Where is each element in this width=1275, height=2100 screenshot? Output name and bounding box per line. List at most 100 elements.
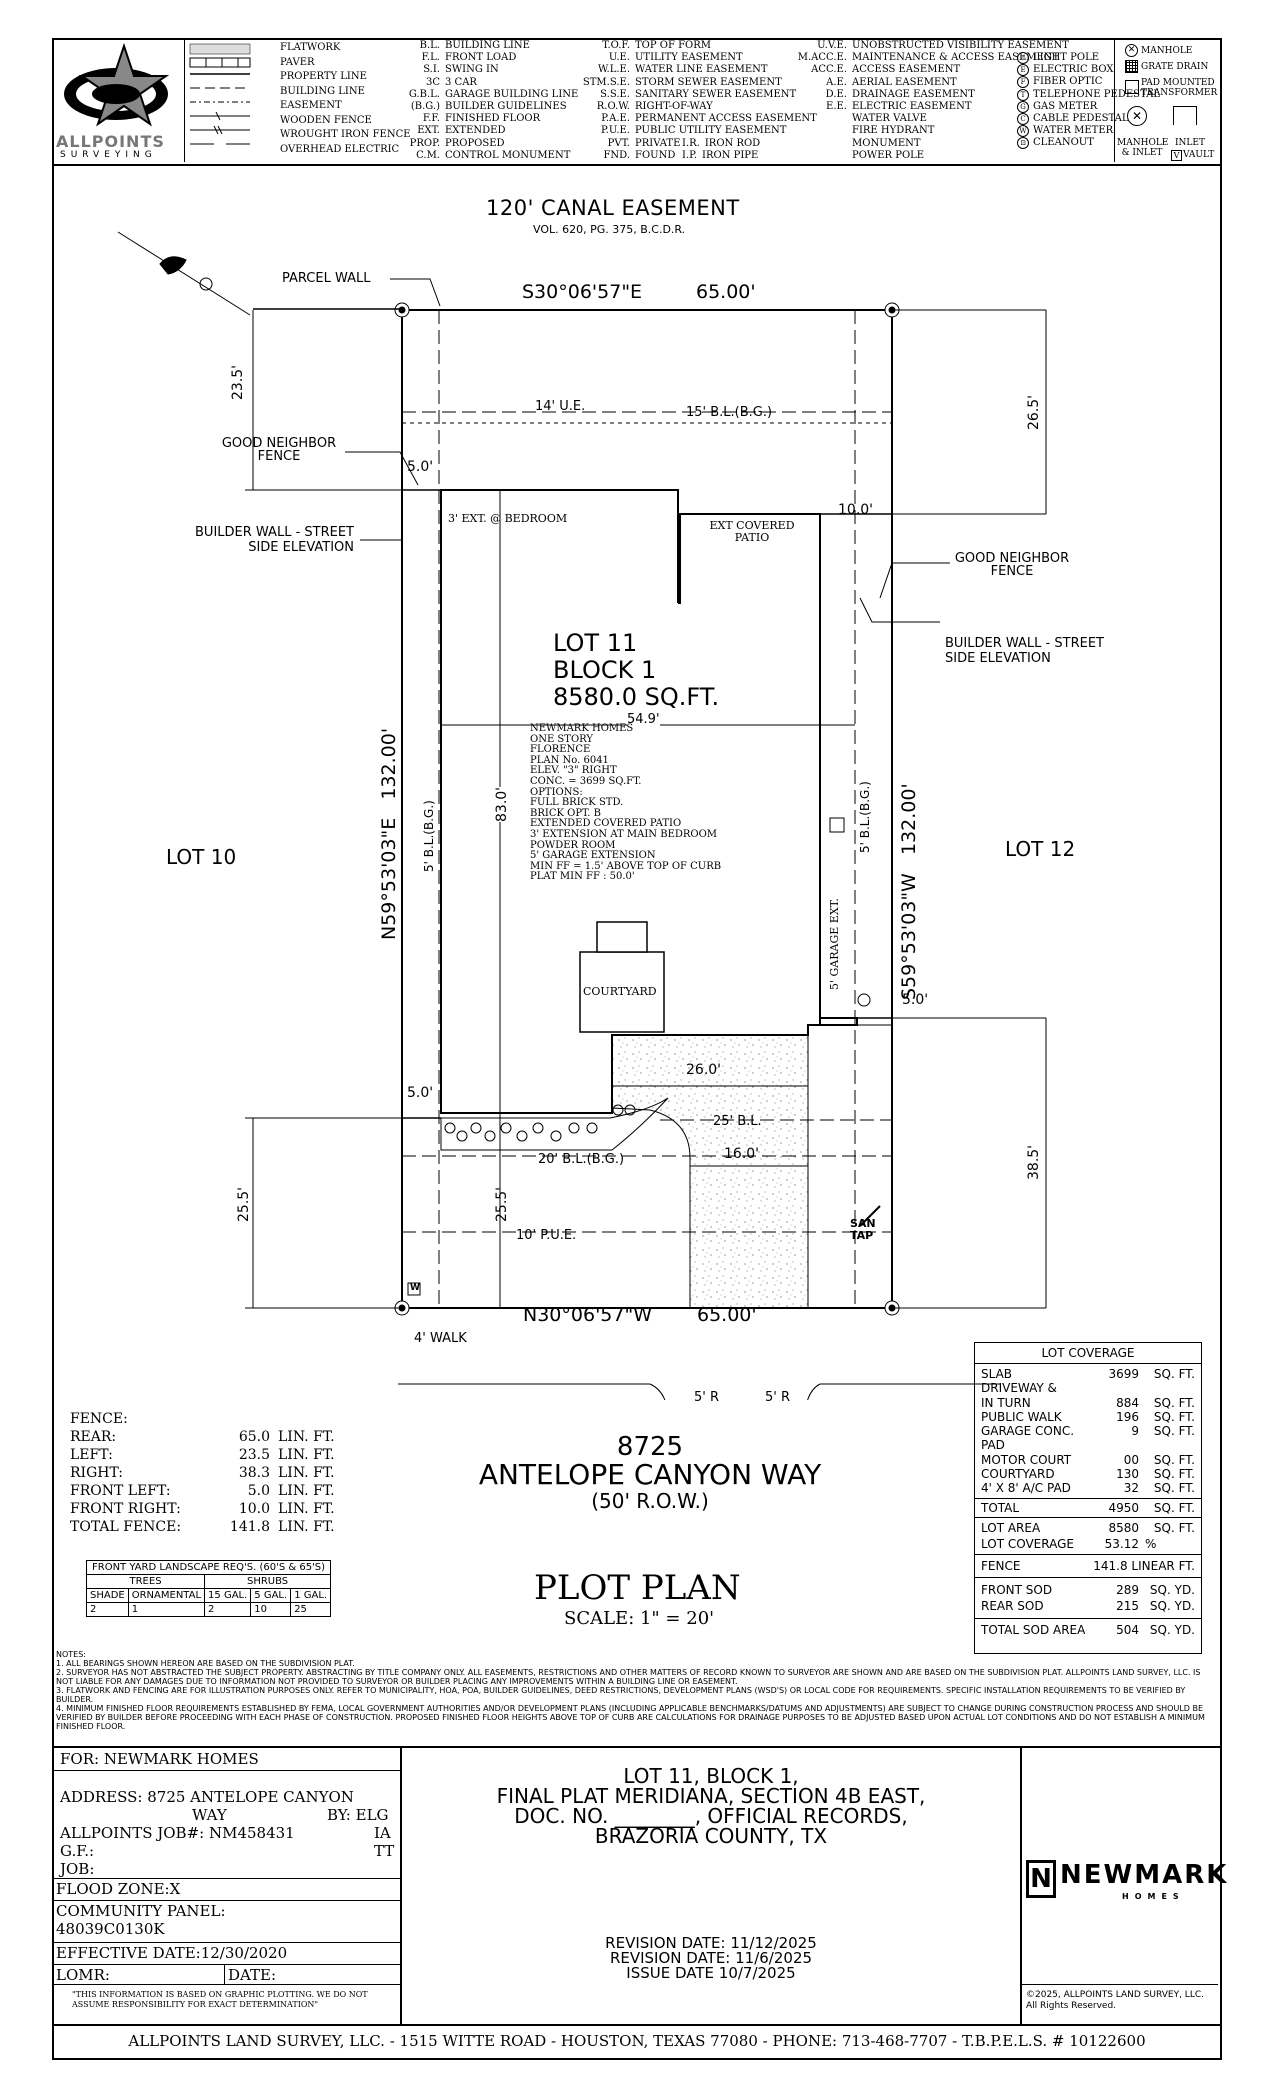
coverage-fence-value: 141.8 LINEAR FT. bbox=[1093, 1558, 1195, 1573]
legend-abbr-row: S.I.SWING IN bbox=[392, 64, 499, 75]
five-right: 5.0' bbox=[902, 992, 929, 1008]
legend-utility-icon: G bbox=[1017, 100, 1029, 113]
coverage-total: TOTAL 4950 SQ. FT. bbox=[975, 1499, 1201, 1518]
manhole-inlet-label: MANHOLE & INLET bbox=[1117, 138, 1169, 158]
house-note-line: 5' GARAGE EXTENSION bbox=[530, 850, 656, 862]
landscape-shrubs: SHRUBS bbox=[204, 1574, 332, 1589]
fence-row-label: REAR: bbox=[70, 1429, 117, 1445]
grate-drain-icon bbox=[1125, 60, 1138, 73]
lomr-label: LOMR: bbox=[56, 1966, 110, 1984]
legend-abbr-text: AERIAL EASEMENT bbox=[852, 76, 957, 88]
landscape-header: SHADE bbox=[86, 1588, 129, 1603]
legend-abbr-text: POWER POLE bbox=[852, 149, 925, 161]
grate-drain-label: GRATE DRAIN bbox=[1141, 62, 1209, 72]
landscape-header: ORNAMENTAL bbox=[127, 1588, 206, 1603]
house-note-line: ONE STORY bbox=[530, 733, 593, 745]
legend-utility-row: ⊡CLEANOUT bbox=[1017, 137, 1094, 150]
legend-utility-icon: ⊡ bbox=[1017, 137, 1029, 150]
legend-abbr-row: D.E.DRAINAGE EASEMENT bbox=[787, 89, 975, 100]
water-meter-icon bbox=[407, 1282, 421, 1296]
legend-utility-icon: ☼ bbox=[1017, 52, 1029, 64]
legend-abbr-code: F.F. bbox=[422, 113, 440, 125]
coverage-row-label: MOTOR COURT bbox=[981, 1452, 1072, 1467]
legend-abbr-text: UTILITY EASEMENT bbox=[635, 52, 743, 64]
legend-abbr-code: U.V.E. bbox=[817, 40, 847, 51]
legend-abbr-text: FRONT LOAD bbox=[445, 52, 517, 64]
note-item: 3. FLATWORK AND FENCING ARE FOR ILLUSTRA… bbox=[56, 1686, 1186, 1704]
courtyard-label: COURTYARD bbox=[583, 985, 657, 998]
note-item: 2. SURVEYOR HAS NOT ABSTRACTED THE SUBJE… bbox=[56, 1668, 1201, 1686]
house-note-line: BRICK OPT. B bbox=[530, 807, 601, 819]
legend-abbr-text: DRAINAGE EASEMENT bbox=[852, 88, 975, 100]
street-row: (50' R.O.W.) bbox=[591, 1489, 709, 1513]
coverage-area-unit: SQ. FT. bbox=[1153, 1520, 1195, 1535]
radius-right: 5' R bbox=[765, 1390, 791, 1405]
legend-abbr-row: A.E. AERIAL EASEMENT bbox=[787, 77, 957, 88]
legend-abbr-row: R.O.W.RIGHT-OF-WAY bbox=[572, 101, 713, 112]
legend-abbr-code: (B.G.) bbox=[410, 101, 440, 112]
legend-abbr-code: ACC.E. bbox=[811, 64, 847, 76]
top-distance: 65.00' bbox=[696, 281, 756, 303]
legend-abbr-row: S.S.E.SANITARY SEWER EASEMENT bbox=[572, 89, 796, 100]
legend-abbr-text: STORM SEWER EASEMENT bbox=[635, 76, 782, 88]
house-note-line: PLAT MIN FF : 50.0' bbox=[530, 871, 635, 883]
legend-abbr-text: FOUND bbox=[635, 149, 676, 161]
coverage-row-value bbox=[1095, 1381, 1139, 1395]
copyright: ©2025, ALLPOINTS LAND SURVEY, LLC. All R… bbox=[1026, 1990, 1204, 2011]
legend-utility-icon: E bbox=[1017, 64, 1029, 77]
lot-sqft: 8580.0 SQ.FT. bbox=[553, 683, 720, 711]
rear-sod-label: REAR SOD bbox=[981, 1598, 1044, 1613]
twentysix-dim: 26.0' bbox=[686, 1062, 722, 1078]
coverage-row-value: 196 bbox=[1116, 1409, 1139, 1424]
house-note-line: EXTENDED COVERED PATIO bbox=[530, 818, 682, 830]
coverage-row-label: PUBLIC WALK bbox=[981, 1409, 1062, 1424]
fence-row-value: 5.0 bbox=[247, 1483, 270, 1499]
legend-abbr-row: WATER VALVE bbox=[787, 113, 927, 124]
coverage-row-unit bbox=[1139, 1381, 1195, 1395]
legend-abbr-text: BUILDING LINE bbox=[445, 40, 530, 51]
lot-12: LOT 12 bbox=[1005, 837, 1076, 861]
coverage-area: LOT AREA 8580 SQ. FT. bbox=[981, 1520, 1195, 1536]
landscape-value: 1 bbox=[127, 1602, 206, 1617]
pue-10: 10' P.U.E. bbox=[516, 1228, 577, 1243]
legal-2: FINAL PLAT MERIDIANA, SECTION 4B EAST, bbox=[496, 1784, 926, 1808]
shrubs bbox=[444, 993, 871, 1142]
legend-abbr-row: STM.S.E.STORM SEWER EASEMENT bbox=[572, 77, 782, 88]
legend-abbr-row: G.B.L.GARAGE BUILDING LINE bbox=[392, 89, 579, 100]
community-panel: 48039C0130K bbox=[56, 1920, 165, 1938]
legend-abbr-code: S.I. bbox=[423, 64, 440, 76]
dim-23-5: 23.5' bbox=[230, 364, 246, 400]
legend-abbr-row: I.P.IRON PIPE bbox=[682, 150, 758, 161]
legend-line-label: WROUGHT IRON FENCE bbox=[280, 129, 411, 140]
job-number: ALLPOINTS JOB#: NM458431 bbox=[60, 1824, 295, 1842]
house-note-line: POWDER ROOM bbox=[530, 839, 616, 851]
legend-abbr-row: M.ACC.E.MAINTENANCE & ACCESS EASEMENT bbox=[787, 52, 1059, 63]
dimensions bbox=[245, 309, 1047, 1309]
total-sod-unit: SQ. YD. bbox=[1149, 1622, 1195, 1637]
note-item: 4. MINIMUM FINISHED FLOOR REQUIREMENTS E… bbox=[56, 1704, 1205, 1731]
legend-abbr-text: WATER VALVE bbox=[852, 113, 927, 125]
sixteen-dim: 16.0' bbox=[724, 1146, 760, 1162]
house-note-line: FLORENCE bbox=[530, 744, 591, 756]
title-left: FOR: NEWMARK HOMES ADDRESS: 8725 ANTELOP… bbox=[52, 1748, 402, 2024]
legend-abbr-code: U.E. bbox=[608, 52, 630, 64]
street-name: ANTELOPE CANYON WAY bbox=[478, 1458, 822, 1491]
legend-line-label: PAVER bbox=[280, 56, 315, 68]
landscape-header: 5 GAL. bbox=[250, 1588, 292, 1603]
front-sod-value: 289 bbox=[1116, 1582, 1139, 1597]
legend-abbr-code: A.E. bbox=[826, 76, 847, 88]
legend-abbr-text: PERMANENT ACCESS EASEMENT bbox=[635, 113, 817, 125]
legend-abbr-code: I.R. bbox=[682, 137, 700, 149]
coverage-row-unit: SQ. FT. bbox=[1153, 1409, 1195, 1424]
legend-line-label: WOODEN FENCE bbox=[280, 114, 372, 126]
legend-abbr-text: PROPOSED bbox=[445, 137, 505, 149]
legend-utility-icon: F bbox=[1017, 76, 1029, 89]
legend-abbr-code: I.P. bbox=[682, 149, 698, 161]
